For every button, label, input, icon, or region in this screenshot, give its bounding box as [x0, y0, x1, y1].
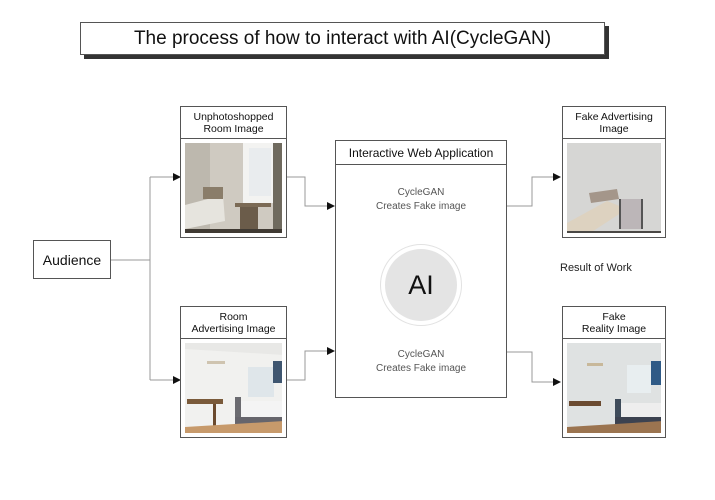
app-title: Interactive Web Application [336, 141, 506, 165]
card-title-line: Fake [602, 310, 626, 323]
connector-app-to-output-2 [507, 351, 561, 386]
diagram-title: The process of how to interact with AI(C… [80, 22, 605, 55]
card-title-line: Unphotoshopped [193, 110, 274, 123]
caption-line: Creates Fake image [375, 363, 467, 374]
card-title-line: Fake Advertising [575, 110, 653, 123]
card-title-line: Advertising Image [191, 322, 276, 335]
connector-input-1-to-app [287, 176, 335, 210]
lower-caption: CycleGAN Creates Fake image [336, 348, 506, 376]
audience-node: Audience [33, 240, 111, 279]
card-title-line: Room [219, 310, 248, 323]
fake-advertising-photo [567, 143, 661, 233]
caption-line: CycleGAN [397, 187, 445, 198]
card-title-line: Image [599, 122, 629, 135]
upper-caption: CycleGAN Creates Fake image [336, 186, 506, 214]
card-title-line: Room Image [203, 122, 264, 135]
caption-line: CycleGAN [397, 349, 445, 360]
interactive-web-application: Interactive Web Application CycleGAN Cre… [335, 140, 507, 398]
room-advertising-photo [185, 343, 282, 433]
caption-line: Creates Fake image [375, 201, 467, 212]
connector-audience-trunk [111, 177, 151, 380]
ai-label: AI [385, 249, 457, 321]
fake-reality-photo [567, 343, 661, 433]
unphotoshopped-room-photo [185, 143, 282, 233]
connector-app-to-output-1 [507, 173, 561, 207]
connector-input-2-to-app [287, 347, 335, 381]
card-title-line: Reality Image [581, 322, 647, 335]
ai-circle: AI [380, 244, 462, 326]
result-of-work-label: Result of Work [560, 262, 632, 274]
